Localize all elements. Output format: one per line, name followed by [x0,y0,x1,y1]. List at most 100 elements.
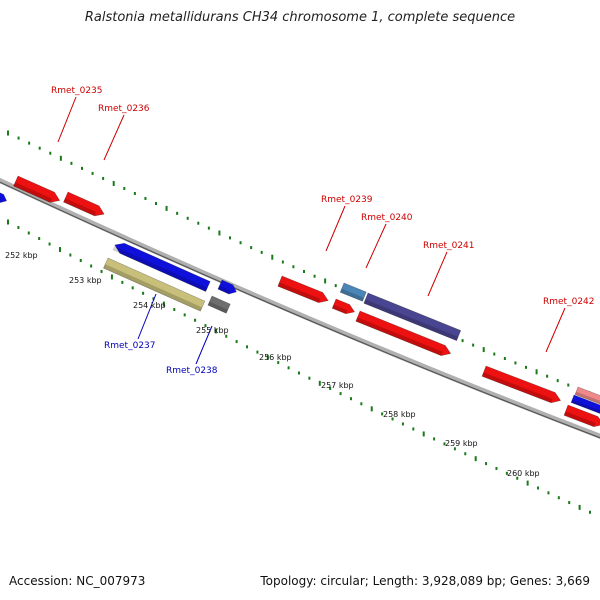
minor-tick [144,196,147,200]
minor-tick [568,501,571,505]
minor-tick [48,242,51,246]
gene-label-rmet-0242[interactable]: Rmet_0242 [543,297,595,307]
major-tick [271,254,274,260]
major-tick [578,504,581,510]
minor-tick [38,146,41,150]
gene-rmet-0241[interactable] [363,292,462,342]
gene-rmet-0240-b[interactable] [355,310,453,359]
gene-label-rmet-0235[interactable]: Rmet_0235 [51,86,103,96]
minor-tick [537,486,540,490]
minor-tick [547,491,550,495]
minor-tick [17,226,20,230]
minor-tick [246,345,249,349]
gene-right-edge-b[interactable] [570,394,600,416]
minor-tick [183,313,186,317]
major-tick [58,247,61,253]
minor-tick [292,265,295,269]
gene-rmet-0238-a[interactable] [217,279,239,296]
gene-rmet-0240-a[interactable] [339,282,367,302]
gene-label-rmet-0238-a[interactable]: Rmet_0238 [166,366,218,376]
gene-rmet-0236[interactable] [63,191,107,219]
minor-tick [287,366,290,370]
major-tick [162,301,165,307]
minor-tick [250,246,253,250]
major-tick [324,278,327,284]
minor-tick [256,350,259,354]
map-title: Ralstonia metallidurans CH34 chromosome … [84,10,516,25]
minor-tick [339,392,342,396]
major-tick [110,274,113,280]
gene-right-edge-a[interactable] [574,386,600,406]
leader-line [103,114,125,161]
chromosome-backbone [0,177,600,439]
major-tick [266,354,269,360]
minor-tick [391,417,394,421]
minor-tick [495,466,498,470]
gene-label-rmet-0241[interactable]: Rmet_0241 [423,241,475,251]
gene-rmet-0235[interactable] [13,175,62,206]
gene-rmet-0237-a[interactable] [112,240,211,292]
minor-tick [360,402,363,406]
leader-line [137,293,157,340]
gene-rmet-0239[interactable] [277,275,330,306]
minor-tick [235,340,238,344]
gene-right-edge-c[interactable] [563,404,600,430]
leader-line [325,205,346,252]
minor-tick [505,471,508,475]
major-tick [165,205,168,211]
minor-tick [90,264,93,268]
minor-tick [123,186,126,190]
minor-tick [298,371,300,375]
minor-tick [525,365,527,369]
minor-tick [28,141,31,145]
gene-label-rmet-0236[interactable]: Rmet_0236 [98,104,150,114]
kbp-label: 253 kbp [69,276,102,285]
major-tick [112,180,115,186]
minor-tick [100,269,103,273]
minor-tick [556,379,559,383]
chromosome-backbone-shade [0,181,600,439]
minor-tick [401,422,404,426]
gene-track [0,175,600,430]
minor-tick [207,226,210,230]
minor-tick [121,280,124,284]
minor-tick [461,339,464,343]
gene-rmet-0242[interactable] [481,365,562,406]
minor-tick [142,291,145,295]
gene-rmet-0239-b[interactable] [331,298,356,317]
minor-tick [133,191,136,195]
minor-tick [485,462,488,466]
major-tick [59,155,62,161]
minor-tick [567,383,570,387]
major-tick [370,406,373,412]
gene-label-rmet-0237-a[interactable]: Rmet_0237 [104,341,156,351]
minor-tick [514,361,517,365]
minor-tick [557,496,560,500]
kbp-label: 255 kbp [196,326,229,335]
minor-tick [102,176,105,180]
gene-label-rmet-0239[interactable]: Rmet_0239 [321,195,373,205]
minor-tick [173,308,176,312]
minor-tick [433,437,436,441]
minor-tick [472,343,475,347]
minor-tick [277,361,280,365]
gene-left-edge[interactable] [0,189,9,205]
gene-rmet-0237-b[interactable] [103,257,206,312]
major-tick [422,431,425,437]
accession-text: Accession: NC_007973 [9,574,146,588]
gene-label-rmet-0240-a[interactable]: Rmet_0240 [361,213,413,223]
minor-tick [329,386,332,390]
leader-line [545,307,566,353]
minor-tick [194,318,197,322]
minor-tick [197,221,200,225]
kbp-label: 256 kbp [259,353,292,362]
gene-rmet-0238-b[interactable] [207,295,231,314]
major-tick [474,456,477,462]
leader-line [195,325,213,365]
minor-tick [38,237,41,241]
minor-tick [308,376,311,380]
minor-tick [229,236,231,240]
major-tick [482,347,485,353]
major-tick [214,328,217,334]
